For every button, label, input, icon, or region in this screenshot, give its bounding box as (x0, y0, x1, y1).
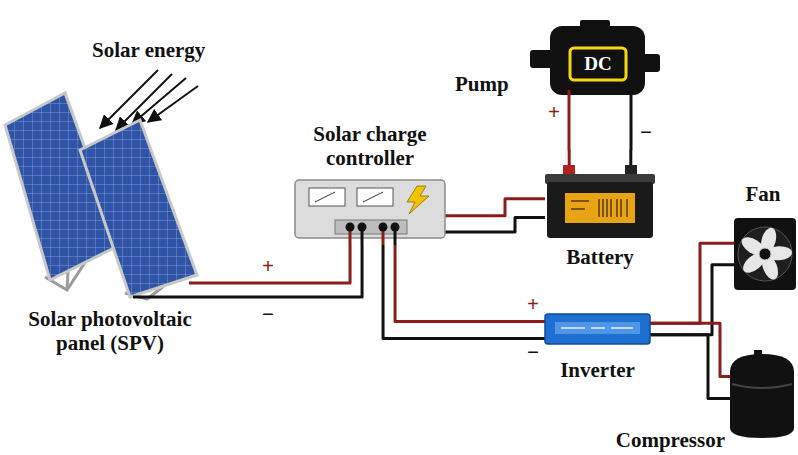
fan: Fan (728, 170, 798, 290)
compressor-illustration (730, 350, 794, 438)
negative-wire (445, 218, 545, 233)
positive-wire (568, 125, 571, 165)
fan-ring (738, 227, 792, 281)
battery-case (547, 182, 653, 238)
energy-label: Solar energy (92, 38, 205, 62)
charge-controller: Solar charge controller (290, 122, 450, 245)
inverter-case (545, 314, 650, 344)
wire-pair (650, 323, 730, 398)
positive-wire (395, 245, 545, 321)
controller-housing (295, 180, 445, 238)
wire-stub (189, 282, 205, 285)
positive-wire (650, 243, 734, 323)
component-label: Fan (728, 182, 798, 206)
sun-ray (100, 70, 158, 128)
dc-badge-text: DC (570, 48, 626, 80)
wire-pair (445, 199, 545, 232)
wire-pair (650, 243, 734, 335)
compressor: Compressor (585, 350, 794, 453)
polarity-sign: − (640, 120, 652, 144)
negative-wire (629, 125, 632, 165)
solar-panel-illustration (5, 85, 205, 300)
inverter-illustration (545, 310, 650, 348)
wire-pair (569, 125, 631, 165)
polarity-sign: − (527, 340, 539, 364)
fan-hub (759, 248, 771, 260)
fan-frame (734, 218, 796, 290)
dc-badge (570, 48, 626, 80)
sticker-marks (571, 199, 627, 217)
component-label: Compressor (585, 428, 725, 452)
compressor-pipe (754, 350, 762, 358)
terminal (346, 223, 355, 232)
positive-wire (205, 245, 350, 283)
wire-pair (383, 245, 545, 339)
wire-stub (133, 296, 205, 299)
negative-wire (205, 245, 362, 297)
negative-wire (650, 335, 730, 399)
terminal (358, 223, 367, 232)
battery-illustration (545, 165, 655, 240)
solar-panel-array: Solar photovoltaic panel (SPV) (5, 85, 215, 356)
wire-stub (630, 90, 633, 125)
component-label: Inverter (545, 358, 650, 382)
component-label: Solar charge controller (290, 122, 450, 170)
component-label: Battery (545, 245, 655, 269)
wire-stub (568, 90, 571, 125)
polarity-sign: + (527, 292, 539, 316)
compressor-seam (732, 384, 792, 388)
controller-illustration (295, 180, 445, 245)
sun-ray (116, 74, 172, 130)
polarity-sign: + (548, 100, 560, 124)
terminal (391, 223, 400, 232)
solar-panel (80, 120, 197, 297)
positive-wire (445, 199, 545, 216)
battery: Battery (545, 165, 655, 270)
positive-wire (650, 323, 730, 376)
pump-body (550, 26, 645, 95)
negative-wire (383, 245, 545, 339)
meter-needle (315, 192, 383, 202)
polarity-sign: − (262, 302, 274, 326)
terminal (379, 223, 388, 232)
battery-sticker (565, 193, 635, 223)
lightning-icon (407, 186, 429, 214)
compressor-shell (730, 354, 794, 438)
polarity-sign: + (262, 254, 274, 278)
inverter: Inverter (545, 310, 650, 383)
component-label: Pump (455, 72, 525, 96)
sun-ray (148, 86, 198, 122)
meter (357, 188, 393, 206)
wire-pair (205, 245, 362, 297)
inverter-band (555, 322, 640, 334)
inverter-marks (561, 327, 633, 329)
fan-illustration (734, 218, 796, 290)
meter (309, 188, 345, 206)
component-label: Solar photovoltaic panel (SPV) (5, 307, 215, 355)
